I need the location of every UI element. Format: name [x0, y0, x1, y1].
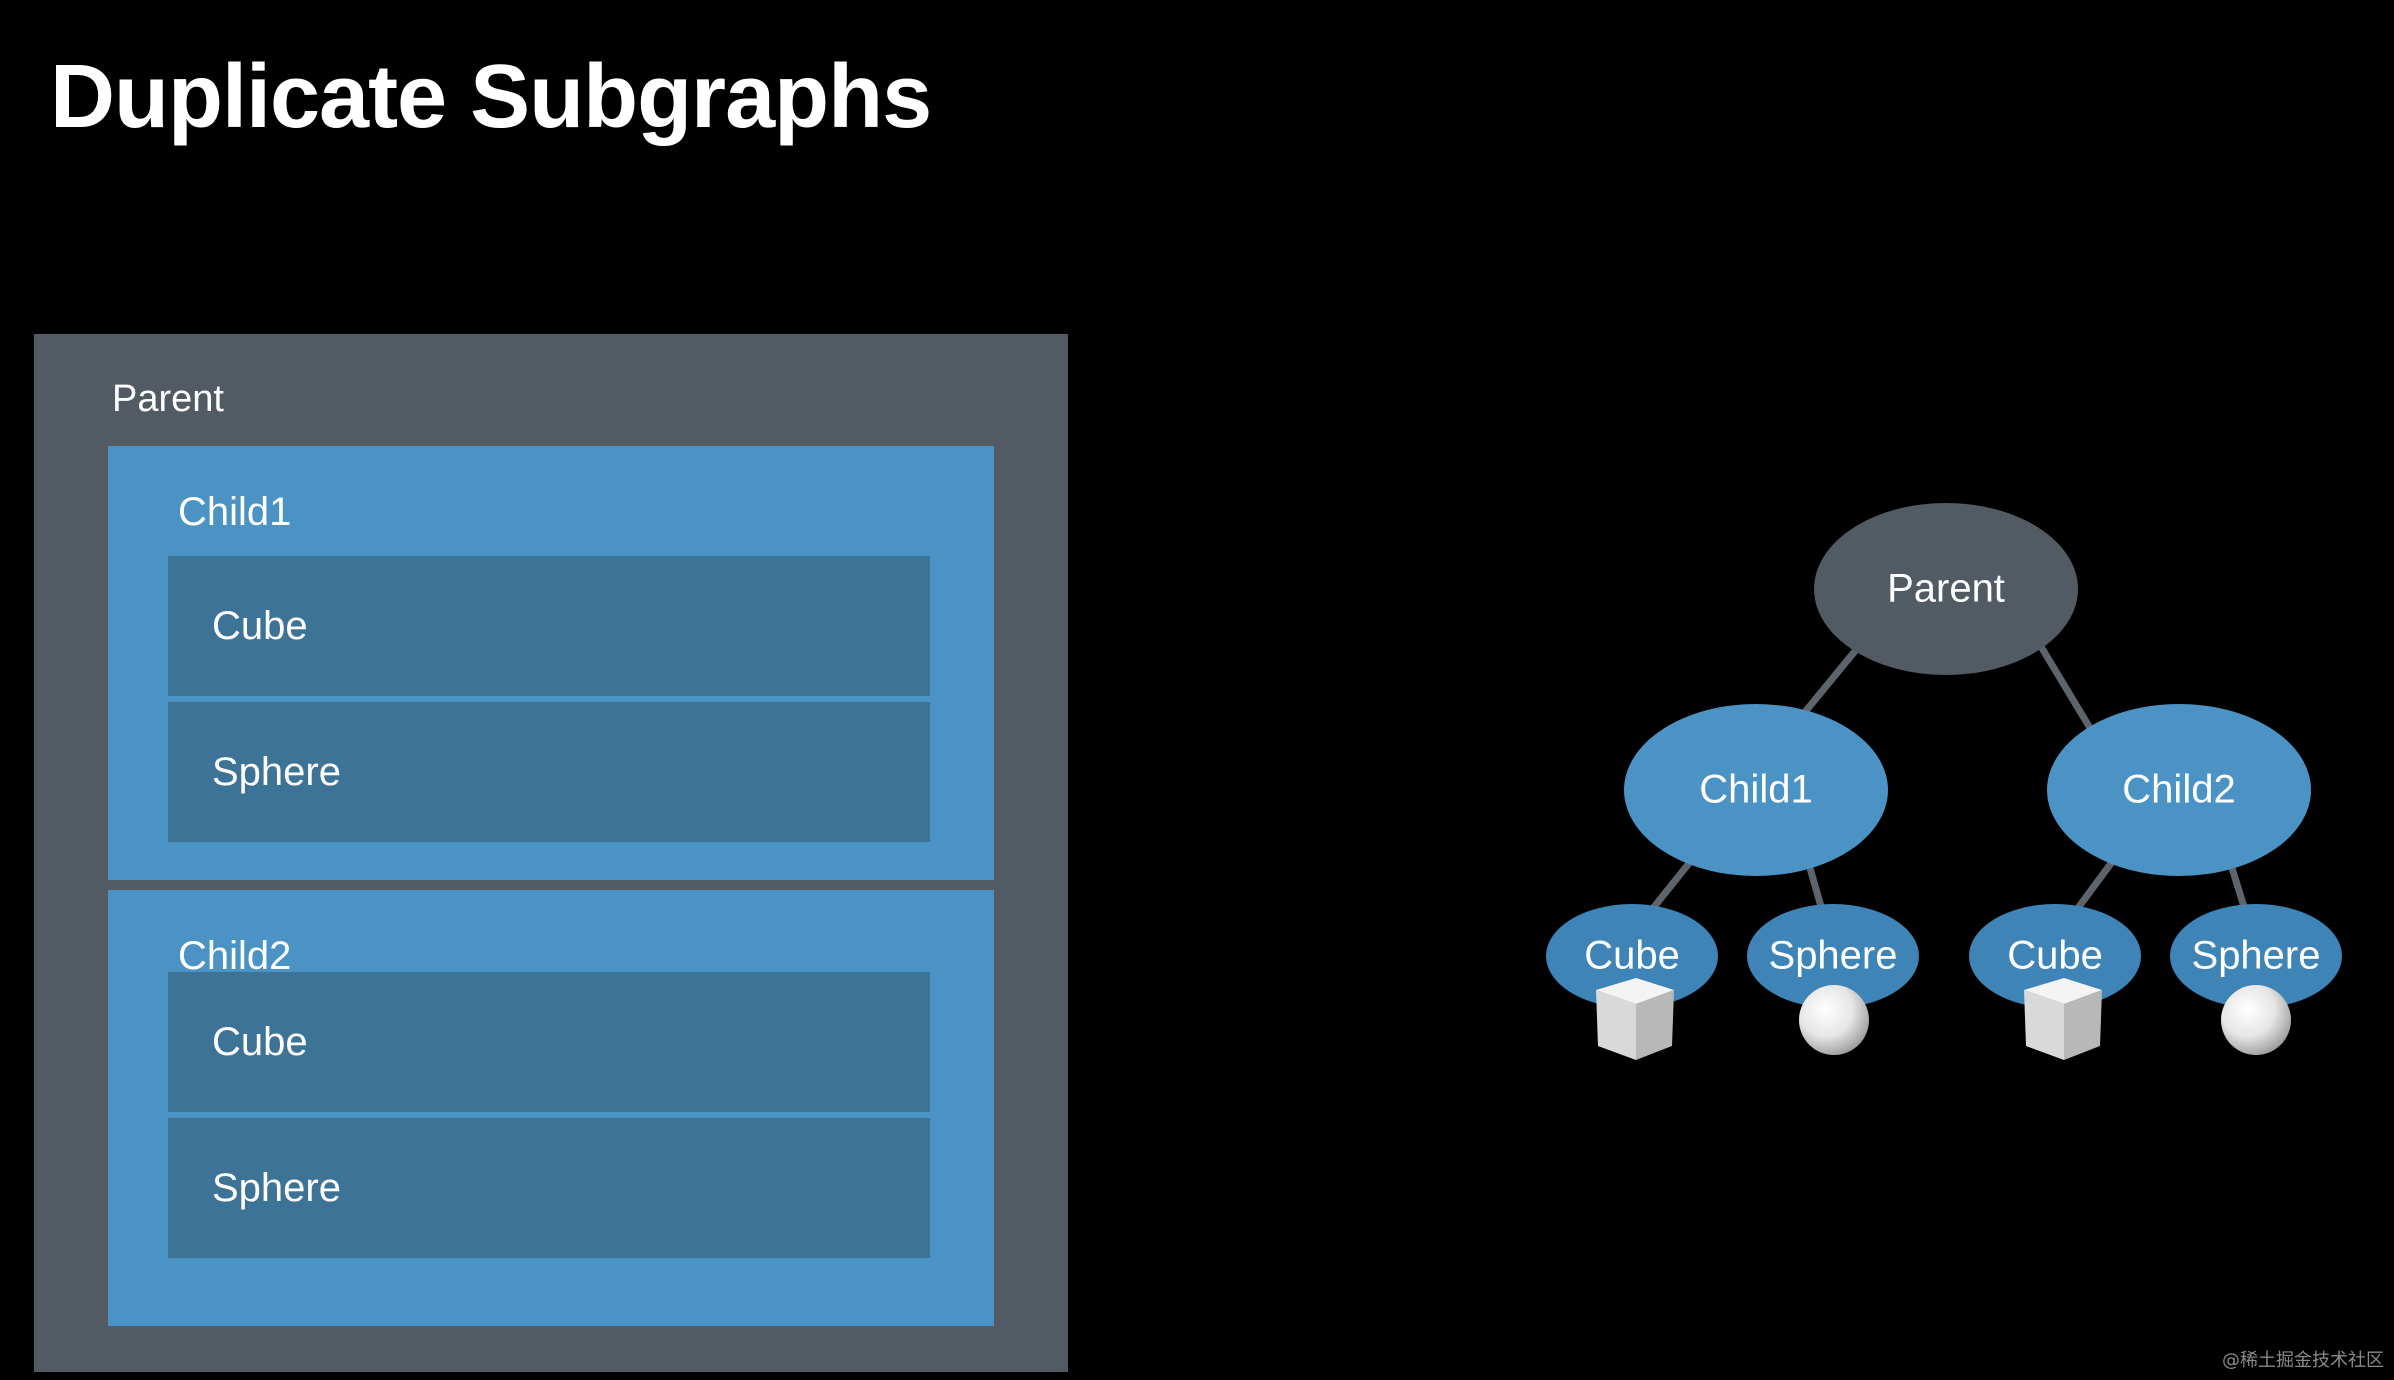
cube-icon — [2024, 978, 2102, 1060]
tree-node-child1-sphere — [1747, 904, 1919, 1008]
tree-node-child2-sphere — [2170, 904, 2342, 1008]
tree-node-parent — [1814, 503, 2078, 675]
tree-node-child2-label: Child2 — [2122, 767, 2236, 812]
tree-node-child1-cube-label: Cube — [1584, 933, 1680, 978]
child2-box-label: Child2 — [178, 934, 292, 978]
tree-node-child1-sphere-label: Sphere — [1768, 933, 1898, 978]
sphere-icon — [2221, 985, 2291, 1055]
slide-title: Duplicate Subgraphs — [50, 47, 932, 147]
child1-box-label: Child1 — [178, 490, 292, 534]
tree-node-child2-cube-label: Cube — [2007, 933, 2103, 978]
child1-cube-box: Cube — [168, 556, 930, 696]
child2-cube-box-label: Cube — [212, 1019, 308, 1064]
cube-icon — [1596, 978, 1674, 1060]
child2-cube-box: Cube — [168, 972, 930, 1112]
child1-cube-box-label: Cube — [212, 603, 308, 648]
sphere-icon — [1799, 985, 1869, 1055]
child1-sphere-box: Sphere — [168, 702, 930, 842]
tree-node-child2-cube — [1969, 904, 2141, 1008]
tree-node-child1 — [1624, 704, 1888, 876]
edge-parent-child2 — [2036, 641, 2094, 732]
edge-child1-cube — [1646, 858, 1694, 916]
edge-parent-child1 — [1796, 641, 1864, 722]
edge-child2-cube — [2071, 858, 2116, 916]
parent-box-label: Parent — [112, 378, 224, 420]
parent-box: Parent Child1 Cube Sphere Child2 Cube Sp… — [34, 334, 1068, 1372]
child2-sphere-box: Sphere — [168, 1118, 930, 1258]
child2-sphere-box-label: Sphere — [212, 1165, 341, 1210]
tree-node-child1-label: Child1 — [1699, 767, 1813, 812]
child1-sphere-box-label: Sphere — [212, 749, 341, 794]
watermark: @稀土掘金技术社区 — [2222, 1350, 2384, 1371]
tree-node-child2-sphere-label: Sphere — [2191, 933, 2321, 978]
child2-box: Child2 Cube Sphere — [108, 890, 994, 1326]
tree-node-child2 — [2047, 704, 2311, 876]
child1-box: Child1 Cube Sphere — [108, 446, 994, 880]
edge-child1-sphere — [1806, 864, 1826, 914]
edge-child2-sphere — [2228, 864, 2249, 914]
tree-node-parent-label: Parent — [1887, 566, 2005, 611]
tree-node-child1-cube — [1546, 904, 1718, 1008]
